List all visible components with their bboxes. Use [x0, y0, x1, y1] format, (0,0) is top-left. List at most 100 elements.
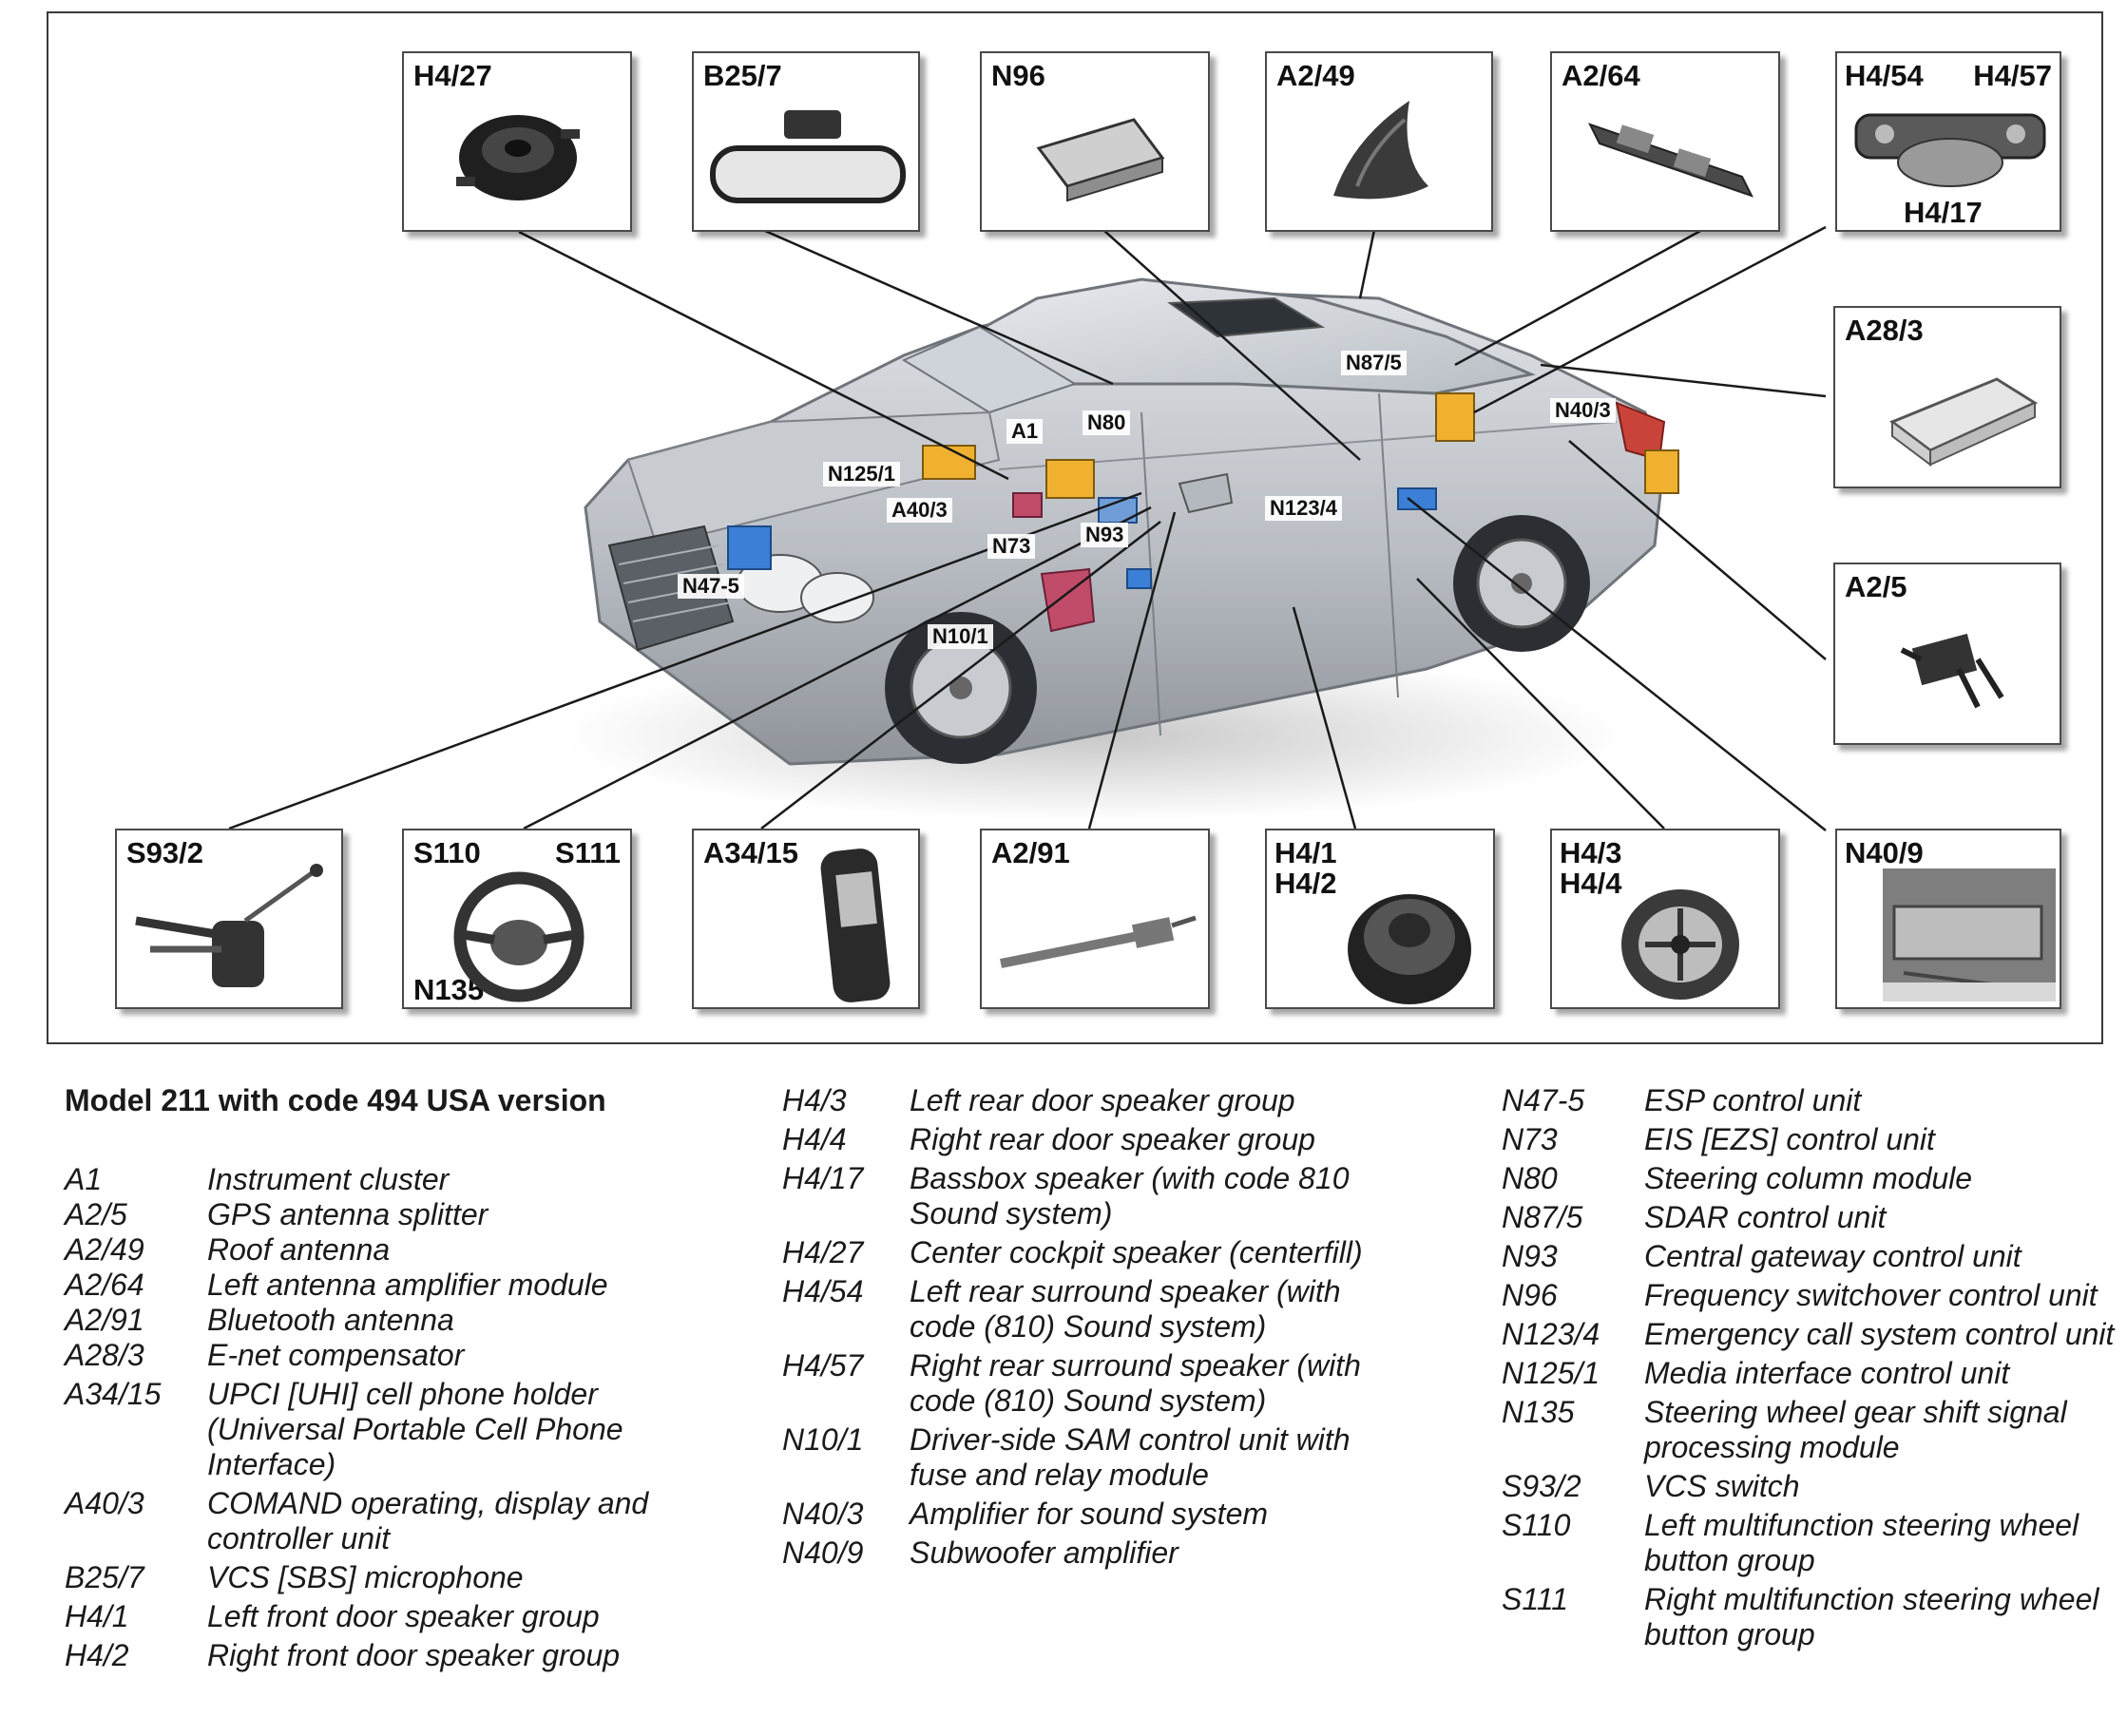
legend-desc: EIS [EZS] control unit: [1644, 1122, 1935, 1156]
legend-desc: Left front door speaker group: [207, 1599, 600, 1633]
legend-row: N10/1 Driver-side SAM control unit with f…: [782, 1422, 1409, 1493]
center-speaker-icon: [456, 115, 580, 200]
antenna-splitter-icon: [1900, 633, 2004, 709]
legend-desc: Driver-side SAM control unit with fuse a…: [910, 1422, 1351, 1492]
legend-code: N73: [1502, 1122, 1558, 1156]
legend-desc: Right rear surround speaker (with code (…: [910, 1348, 1361, 1418]
legend-desc: COMAND operating, display and controller…: [207, 1486, 649, 1555]
legend-row: S93/2 VCS switch: [1502, 1469, 2119, 1504]
steering-wheel-icon: [453, 871, 584, 1002]
legend-code: N80: [1502, 1161, 1558, 1195]
legend-row: N87/5 SDAR control unit: [1502, 1200, 2119, 1235]
part-label-h4-3: H4/3: [1560, 836, 1622, 869]
part-label-n40-9: N40/9: [1845, 836, 1924, 869]
part-label-b25-7: B25/7: [703, 59, 782, 92]
door-speaker-icon: [1348, 894, 1471, 1004]
legend-code: A28/3: [65, 1338, 144, 1372]
legend-desc: Left multifunction steering wheel button…: [1644, 1508, 2079, 1577]
legend-desc: SDAR control unit: [1644, 1200, 1887, 1234]
legend-desc: Left rear door speaker group: [910, 1083, 1295, 1117]
control-unit-icon: [1036, 118, 1165, 202]
part-box-s110-s111: S110 S111 N135: [402, 829, 632, 1009]
part-box-a34-15: A34/15: [692, 829, 920, 1009]
part-label-h4-57: H4/57: [1973, 59, 2052, 92]
part-box-n96: N96: [980, 51, 1210, 232]
legend-desc: Subwoofer amplifier: [910, 1536, 1178, 1570]
legend-title: Model 211 with code 494 USA version: [65, 1083, 606, 1117]
legend-code: N10/1: [782, 1422, 864, 1457]
part-label-h4-4: H4/4: [1560, 867, 1622, 900]
legend-desc: VCS switch: [1644, 1469, 1800, 1503]
vcs-switch-icon: [135, 864, 323, 987]
legend-desc: Roof antenna: [207, 1232, 391, 1267]
part-label-h4-54: H4/54: [1845, 59, 1924, 92]
legend-code: H4/27: [782, 1235, 864, 1269]
component-location-diagram: H4/27 B25/7 N96 A2/49 A2/64: [47, 11, 2103, 1044]
legend-code: N123/4: [1502, 1317, 1600, 1351]
legend-row: A40/3 COMAND operating, display and contr…: [65, 1486, 720, 1556]
legend-desc: Right multifunction steering wheel butto…: [1644, 1582, 2099, 1651]
part-label-h4-1: H4/1: [1274, 836, 1337, 869]
legend-desc: Steering column module: [1644, 1161, 1973, 1195]
part-label-a2-64: A2/64: [1562, 59, 1640, 92]
legend-code: H4/4: [782, 1122, 847, 1156]
part-label-h4-17: H4/17: [1904, 196, 1983, 229]
legend-desc: Emergency call system control unit: [1644, 1317, 2115, 1351]
phone-holder-icon: [820, 849, 891, 1002]
callout-n10-1: N10/1: [928, 624, 993, 650]
legend-code: N47-5: [1502, 1083, 1585, 1117]
part-box-a2-49: A2/49: [1265, 51, 1493, 232]
legend-code: B25/7: [65, 1560, 144, 1594]
callout-a1: A1: [1006, 419, 1044, 445]
legend-desc: Frequency switchover control unit: [1644, 1278, 2098, 1312]
callout-n73: N73: [987, 534, 1036, 560]
highlighted-components: [727, 392, 1679, 633]
surround-speaker-icon: [1854, 113, 2046, 187]
roof-antenna-icon: [1333, 101, 1428, 200]
legend-code: H4/1: [65, 1599, 129, 1633]
legend-row: N80 Steering column module: [1502, 1161, 2119, 1196]
legend-desc: Bluetooth antenna: [207, 1303, 454, 1337]
callout-n47-5: N47-5: [678, 574, 744, 600]
legend-code: N96: [1502, 1278, 1558, 1312]
legend-row: H4/1 Left front door speaker group: [65, 1599, 720, 1634]
legend-code: N125/1: [1502, 1356, 1600, 1390]
legend-desc: Right front door speaker group: [207, 1638, 621, 1672]
part-box-n40-9: N40/9: [1835, 829, 2061, 1009]
callout-n87-5: N87/5: [1341, 351, 1407, 376]
legend-desc: Left rear surround speaker (with code (8…: [910, 1274, 1341, 1344]
legend-code: H4/17: [782, 1161, 864, 1195]
part-label-a28-3: A28/3: [1845, 314, 1924, 347]
part-box-a2-5: A2/5: [1833, 563, 2061, 745]
compensator-module-icon: [1888, 377, 2039, 467]
part-box-s93-2: S93/2: [115, 829, 343, 1009]
legend-desc: UPCI [UHI] cell phone holder (Universal …: [207, 1377, 623, 1481]
legend-code: N87/5: [1502, 1200, 1583, 1234]
legend-code: A40/3: [65, 1486, 144, 1520]
legend-row: N73 EIS [EZS] control unit: [1502, 1122, 2119, 1157]
part-box-a28-3: A28/3: [1833, 306, 2061, 488]
part-box-b25-7: B25/7: [692, 51, 920, 232]
legend-desc: Amplifier for sound system: [910, 1497, 1269, 1531]
legend-code: S93/2: [1502, 1469, 1581, 1503]
legend-desc: Central gateway control unit: [1644, 1239, 2022, 1273]
part-label-a2-5: A2/5: [1845, 570, 1907, 603]
legend-desc: Left antenna amplifier module: [207, 1268, 608, 1302]
